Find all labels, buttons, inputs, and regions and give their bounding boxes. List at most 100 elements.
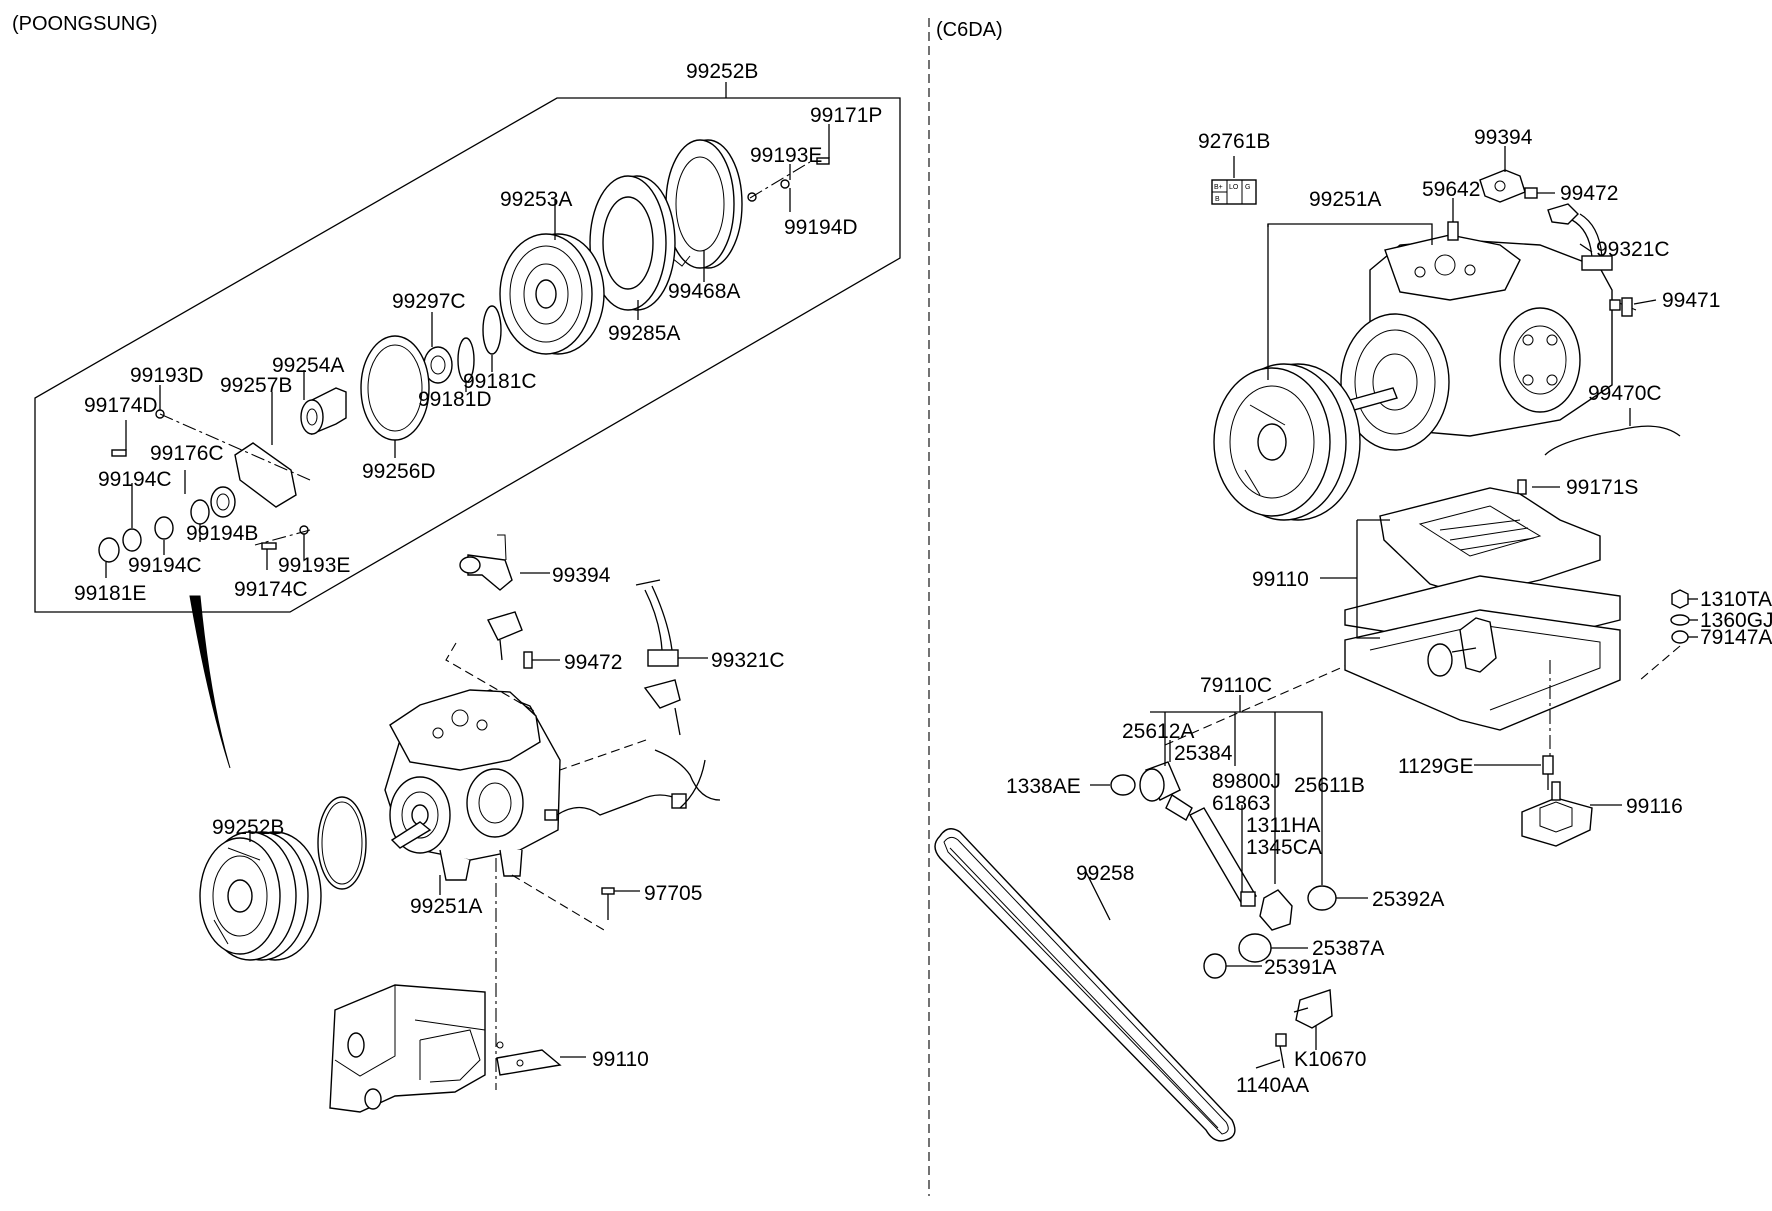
valve-99472 <box>523 651 533 669</box>
connector-letter-2: LO <box>1229 184 1239 191</box>
label-1310TA: 1310TA <box>1700 588 1772 611</box>
label-99321C-left: 99321C <box>711 649 785 672</box>
hub-99254A <box>300 387 347 436</box>
label-99193D: 99193D <box>130 364 204 387</box>
label-99181E: 99181E <box>74 582 146 605</box>
label-99470C: 99470C <box>1588 382 1662 405</box>
label-99252B-clutch: 99252B <box>212 816 284 839</box>
label-25612A: 25612A <box>1122 720 1194 743</box>
label-99257B: 99257B <box>220 374 292 397</box>
label-99193E-bot: 99193E <box>278 554 350 577</box>
label-K10670: K10670 <box>1294 1048 1366 1071</box>
label-25611B: 25611B <box>1294 774 1365 797</box>
c6da-assembly: B+ LO G B <box>934 126 1772 1142</box>
bolt-99171S <box>1517 479 1527 495</box>
label-99472-left: 99472 <box>564 651 622 674</box>
clutch-kit-boundary <box>34 97 901 613</box>
bracket-99110-right <box>1344 487 1621 731</box>
label-99194C-b: 99194C <box>128 554 202 577</box>
connector-letter-4: B <box>1215 196 1220 203</box>
label-92761B: 92761B <box>1198 130 1270 153</box>
washer-99194C-a <box>122 528 142 552</box>
section-title-poongsung: (POONGSUNG) <box>12 13 158 35</box>
label-99174C: 99174C <box>234 578 308 601</box>
label-99251A-right: 99251A <box>1309 188 1381 211</box>
label-59642: 59642 <box>1422 178 1480 201</box>
label-99254A: 99254A <box>272 354 344 377</box>
bolt-1140AA <box>1275 1033 1287 1047</box>
kit-arrow <box>189 595 231 769</box>
poongsung-assembly: 99252B 99171P 99193E 99194D 99253A 99468… <box>34 60 901 1113</box>
label-99472-right: 99472 <box>1560 182 1618 205</box>
label-1311HA: 1311HA <box>1246 814 1320 837</box>
gasket-ring <box>317 796 367 890</box>
rod-89800J <box>1189 807 1257 907</box>
label-99181D: 99181D <box>418 388 492 411</box>
mount-99116 <box>1521 781 1593 847</box>
label-1360GJ: 1360GJ <box>1700 609 1772 632</box>
washer-99194D <box>780 179 790 189</box>
connector-letter-1: B+ <box>1214 184 1223 191</box>
washer-25391A <box>1203 953 1227 979</box>
bracket-K10670 <box>1293 989 1333 1029</box>
section-title-c6da: (C6DA) <box>936 19 1003 41</box>
pipe-99321C-right <box>1547 203 1613 271</box>
label-99181C: 99181C <box>463 370 537 393</box>
label-99110-left: 99110 <box>592 1048 649 1071</box>
connector-letter-3: G <box>1245 184 1250 191</box>
label-25391A: 25391A <box>1264 956 1336 979</box>
label-99285A: 99285A <box>608 322 680 345</box>
label-25384: 25384 <box>1174 742 1233 765</box>
label-99394-left: 99394 <box>552 564 611 587</box>
label-61863: 61863 <box>1212 792 1270 815</box>
sensor-99471 <box>1621 297 1633 317</box>
label-1338AE: 1338AE <box>1006 775 1081 798</box>
label-97705: 97705 <box>644 882 702 905</box>
label-99256D: 99256D <box>362 460 436 483</box>
label-25392A: 25392A <box>1372 888 1444 911</box>
nut-1310TA <box>1671 589 1689 609</box>
plate-99257B <box>234 442 297 508</box>
label-1345CA: 1345CA <box>1246 836 1322 859</box>
washer-99194B <box>190 499 210 525</box>
pipe-99394 <box>459 534 523 661</box>
label-25387A: 25387A <box>1312 937 1384 960</box>
pipe-99394-right <box>1479 169 1526 203</box>
wire-99470C <box>1544 425 1681 456</box>
bolt-97705 <box>601 887 615 895</box>
label-99171S: 99171S <box>1566 476 1638 499</box>
label-99116: 99116 <box>1626 795 1683 818</box>
washer-99176C <box>210 486 236 518</box>
label-99468A: 99468A <box>668 280 740 303</box>
arm-25611B <box>1259 889 1293 931</box>
label-79110C: 79110C <box>1200 674 1272 697</box>
washer-99194C-b <box>154 516 174 540</box>
pulley-99253A <box>499 233 605 355</box>
tensioner-25612A <box>1139 761 1181 802</box>
bolt-25384 <box>1165 793 1193 821</box>
bearing-25392A <box>1307 885 1337 911</box>
label-99110-right: 99110 <box>1252 568 1309 591</box>
label-99176C: 99176C <box>150 442 224 465</box>
snap-ring-99181E <box>98 537 120 563</box>
label-1140AA: 1140AA <box>1236 1074 1309 1097</box>
washer-79147A <box>1671 630 1689 644</box>
label-1129GE: 1129GE <box>1398 755 1474 778</box>
label-99253A: 99253A <box>500 188 572 211</box>
bolt-99171P <box>816 157 830 165</box>
clutch-plate-99468A <box>665 139 743 269</box>
label-99251A-left: 99251A <box>410 895 482 918</box>
label-99258: 99258 <box>1076 862 1134 885</box>
pulley-right <box>1213 363 1361 521</box>
bolt-99174C <box>261 542 277 550</box>
connector-92761B: B+ LO G B <box>1211 179 1257 205</box>
snap-ring-99181C <box>482 305 502 355</box>
belt-99258 <box>934 828 1236 1142</box>
label-89800J: 89800J <box>1212 770 1281 793</box>
label-99394-right: 99394 <box>1474 126 1533 149</box>
clutch-assembly-99252B <box>199 831 322 961</box>
compressor-99251A <box>384 689 561 881</box>
label-99297C: 99297C <box>392 290 466 313</box>
pipe-99321C <box>635 579 681 736</box>
